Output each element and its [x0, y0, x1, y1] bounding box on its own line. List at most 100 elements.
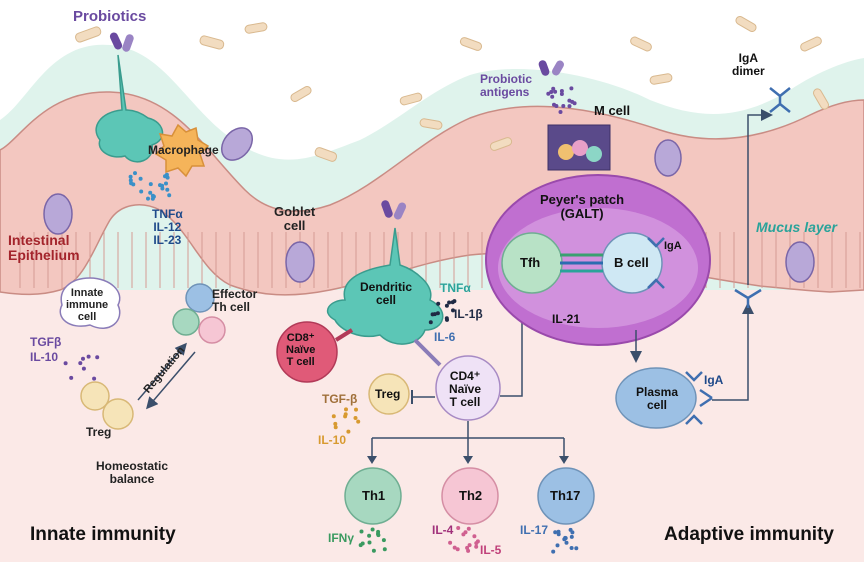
il10-center-label: IL-10: [318, 433, 347, 447]
antigen-dot: [549, 90, 554, 94]
treg-center-shape: [368, 373, 410, 415]
cytokine-dot: [574, 546, 579, 551]
iga-up-arrow: [747, 109, 773, 285]
cytokine-dot: [356, 419, 361, 424]
cytokine-dot: [360, 541, 365, 546]
antigen-dot: [559, 89, 564, 93]
th17-shape: [537, 467, 595, 525]
epithelial-cells: [19, 232, 861, 288]
cytokine-dot: [129, 181, 134, 186]
antigen-dot: [559, 92, 564, 96]
dendritic-cell-shape: [326, 227, 444, 345]
macrophage-label: Macrophage: [148, 143, 219, 157]
cytokine-dot: [445, 317, 449, 322]
plasma-to-iga-arrow: [712, 302, 754, 401]
cytokine-dot: [569, 546, 574, 550]
cytokine-dot: [63, 361, 68, 366]
cytokine-dot: [452, 545, 457, 550]
antigen-dot: [546, 91, 551, 96]
regulation-arrow-up: [137, 342, 187, 401]
ifng-label: IFNγ: [328, 531, 355, 545]
antigen-dot: [569, 86, 574, 91]
macrophage-shape: [154, 123, 210, 178]
cytokine-dot: [370, 527, 375, 532]
antigen-dot: [561, 104, 566, 108]
cytokine-dot: [428, 320, 433, 325]
antigen-dot: [558, 110, 563, 114]
cytokine-dot: [444, 303, 449, 308]
antigen-dot: [554, 104, 559, 108]
probiotic-rods: [109, 32, 564, 220]
antigen-dot: [567, 104, 572, 109]
cytokine-dot: [551, 549, 556, 554]
cytokine-dot: [151, 194, 156, 199]
cytokine-dot: [447, 300, 452, 305]
antigen-dot: [550, 94, 555, 99]
cytokine-dot: [331, 414, 336, 419]
cytokine-dot: [344, 407, 348, 412]
cytokine-dot: [346, 429, 351, 434]
dc-tnfa-label: TNFα: [440, 281, 471, 295]
th1-label: Th1: [362, 488, 386, 503]
cytokine-dot: [164, 181, 168, 186]
cytokine-dot: [381, 538, 386, 543]
treg-left-label: Treg: [86, 425, 112, 439]
cytokine-dot: [435, 311, 440, 316]
cytokine-dot: [133, 171, 137, 176]
cytokine-dot: [353, 416, 358, 420]
cytokine-dot: [553, 530, 558, 535]
treg-center-label: Treg: [375, 387, 401, 401]
m-cell-contents: [558, 140, 602, 162]
antigen-dot: [572, 101, 577, 106]
adaptive-immunity-title: Adaptive immunity: [664, 524, 834, 545]
cytokine-dot: [160, 183, 165, 188]
cytokine-dot: [81, 356, 85, 361]
lumen-bacteria: [75, 16, 829, 162]
cytokine-dot: [69, 375, 74, 380]
cytokine-dot: [81, 366, 86, 371]
tgf-beta-center-label: TGF-β: [322, 392, 358, 406]
cd4-to-tfh-arrow: [500, 297, 528, 397]
cytokine-dot: [466, 526, 471, 531]
th2-shape: [441, 467, 499, 525]
dc-il6-label: IL-6: [434, 330, 456, 344]
innate-immune-cell-shape: [59, 277, 121, 329]
cytokine-dot: [333, 421, 338, 426]
th-branch-arrowheads: [367, 456, 569, 464]
antigen-dots: [546, 86, 577, 114]
cytokine-dot: [92, 376, 97, 381]
cytokine-dot: [343, 412, 348, 417]
cytokine-dot: [367, 540, 372, 545]
il10-label: IL-10: [30, 350, 59, 364]
cytokine-dot: [376, 533, 381, 538]
cytokine-dot: [95, 355, 100, 360]
cytokine-dot: [382, 547, 387, 552]
cytokine-dot: [555, 543, 560, 548]
il21-label: IL-21: [552, 312, 581, 326]
upper-dendritic-cell: [95, 54, 164, 163]
dc-il1b-label: IL-1β: [454, 307, 483, 321]
cytokine-dot: [472, 534, 477, 539]
cytokine-dot: [569, 534, 574, 539]
cytokine-dots: [63, 171, 579, 554]
cytokine-dot: [333, 425, 338, 430]
innate-immunity-title: Innate immunity: [30, 524, 176, 545]
il4-label: IL-4: [432, 523, 454, 537]
iga-bcell-label: IgA: [664, 240, 682, 252]
cytokine-dot: [148, 182, 153, 187]
cytokine-dot: [436, 301, 441, 306]
antigen-dot: [553, 89, 558, 94]
cytokine-dot: [367, 533, 372, 538]
cytokine-dot: [456, 526, 461, 530]
cytokine-dot: [564, 540, 569, 545]
cytokine-dot: [371, 548, 376, 553]
cytokine-dot: [165, 187, 170, 192]
tgfb-label: TGFβ: [30, 335, 62, 349]
b-cell-label: B cell: [614, 255, 649, 270]
